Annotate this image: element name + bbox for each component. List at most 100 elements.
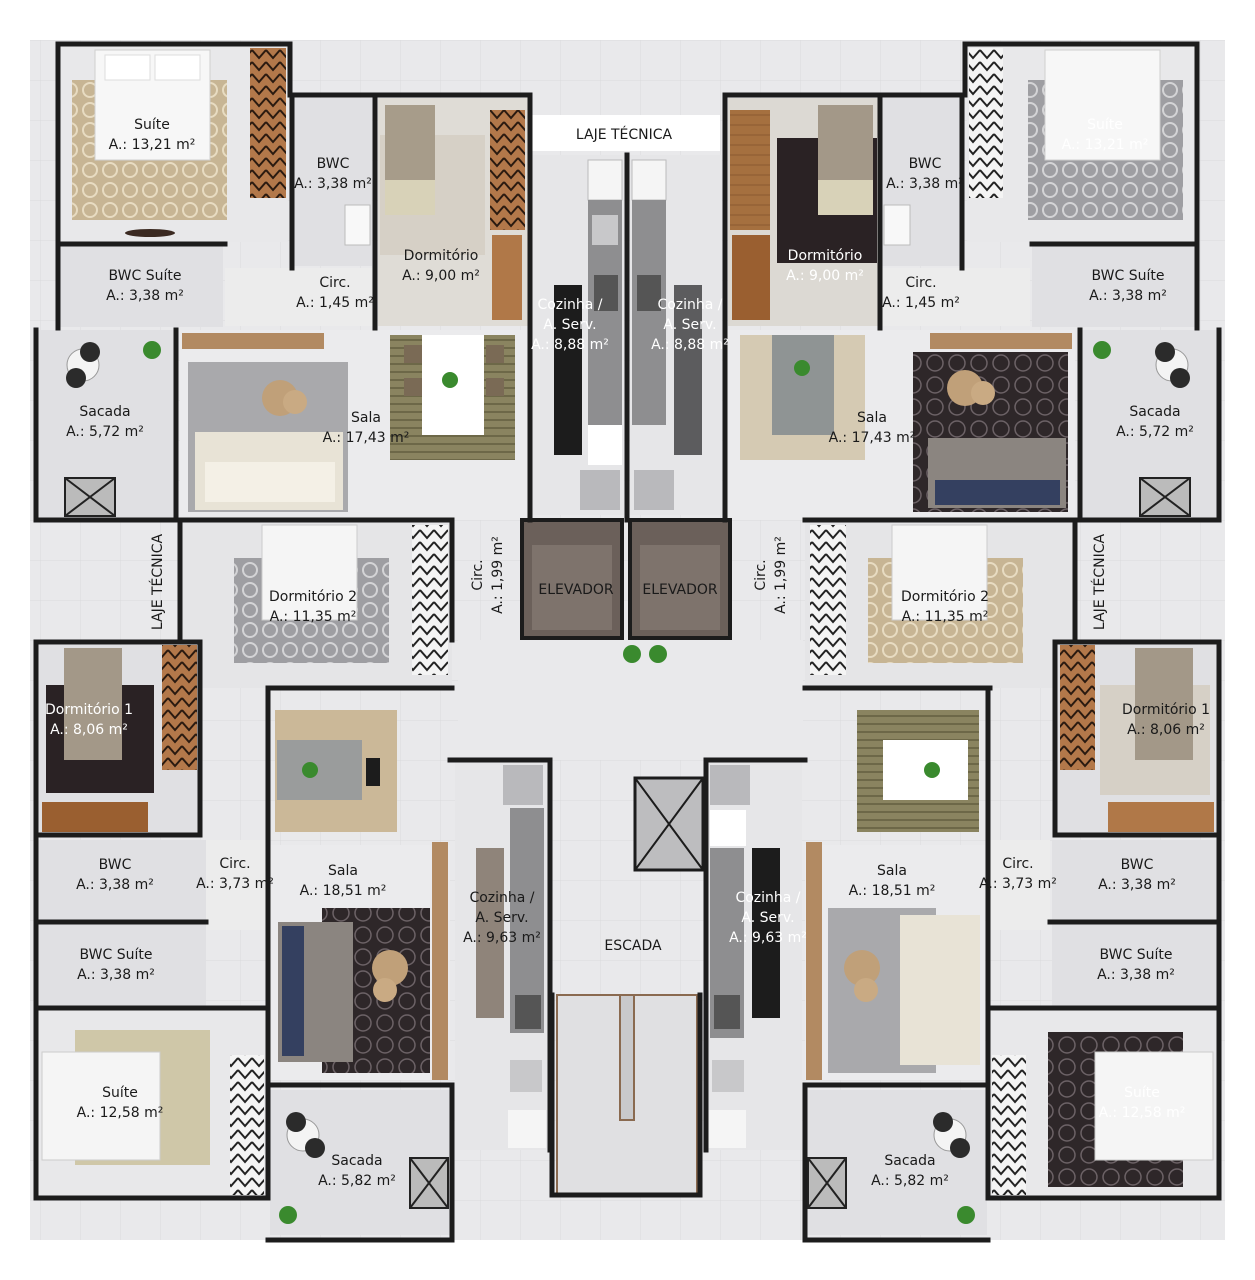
plants: [143, 341, 1111, 1224]
room-name: Cozinha /: [735, 890, 800, 906]
wardrobe: [992, 1055, 1026, 1195]
bwc-suite-floor: [1052, 924, 1218, 1006]
pillow: [104, 54, 151, 81]
tv-panel: [432, 842, 448, 1080]
wardrobe: [250, 48, 286, 198]
room-name: A. Serv.: [741, 910, 794, 926]
rug-accent: [125, 229, 175, 237]
room-name: Circ.: [319, 275, 350, 291]
room-area: A.: 11,35 m²: [270, 609, 357, 625]
sink: [510, 1060, 542, 1092]
grill-cross: [64, 477, 116, 517]
chair: [80, 342, 100, 362]
stove: [594, 275, 618, 311]
chair: [486, 378, 504, 396]
dining-table: [772, 335, 834, 435]
chair: [404, 345, 422, 363]
bed: [261, 524, 358, 621]
chair: [66, 368, 86, 388]
bed: [1094, 1051, 1214, 1161]
room-area: A.: 3,73 m²: [196, 876, 274, 892]
room-name: Dormitório 2: [901, 589, 989, 605]
room-area: A.: 12,58 m²: [1099, 1105, 1186, 1121]
elevator-2-inner: [640, 545, 720, 630]
chair: [486, 345, 504, 363]
room-area: A.: 17,43 m²: [829, 430, 916, 446]
washer: [580, 470, 620, 510]
bwc-floor: [1052, 840, 1218, 920]
tv-panel: [182, 333, 324, 349]
chair: [305, 1138, 325, 1158]
appliance: [710, 810, 746, 846]
room-area: A.: 5,72 m²: [66, 424, 144, 440]
bwc-suite-floor: [1032, 245, 1197, 327]
plant-icon: [302, 762, 318, 778]
room-name: Cozinha /: [537, 297, 602, 313]
elevador-2-label: ELEVADOR: [642, 582, 718, 598]
room-area: A.: 3,38 m²: [294, 176, 372, 192]
plant-icon: [924, 762, 940, 778]
circ-right-name: Circ.: [753, 559, 769, 590]
room-area: A.: 3,38 m²: [1089, 288, 1167, 304]
wardrobe: [810, 525, 846, 675]
plant-icon: [279, 1206, 297, 1224]
wardrobe: [969, 48, 1003, 198]
sink: [712, 1060, 744, 1092]
desk: [732, 235, 770, 320]
room-name: Sala: [328, 863, 358, 879]
room-name: Suíte: [1087, 117, 1123, 133]
laje-tecnica-right: LAJE TÉCNICA: [1091, 533, 1108, 630]
chair: [1170, 368, 1190, 388]
room-name: Sacada: [331, 1153, 382, 1169]
plant-icon: [1093, 341, 1111, 359]
room-name: BWC: [317, 156, 350, 172]
coffee-table: [971, 381, 995, 405]
room-area: A.: 17,43 m²: [323, 430, 410, 446]
room-area: A.: 3,38 m²: [1098, 877, 1176, 893]
room-name: Sala: [857, 410, 887, 426]
bed: [891, 524, 988, 621]
building-core: [458, 115, 803, 1196]
room-area: A.: 9,63 m²: [463, 930, 541, 946]
room-area: A.: 9,63 m²: [729, 930, 807, 946]
wardrobe: [230, 1055, 264, 1195]
grill-cross: [807, 1157, 847, 1209]
plant-icon: [957, 1206, 975, 1224]
stove: [714, 995, 740, 1029]
room-area: A.: 3,38 m²: [76, 877, 154, 893]
circ-floor: [988, 840, 1050, 930]
stove: [637, 275, 661, 311]
room-area: A.: 9,00 m²: [786, 268, 864, 284]
desk: [42, 802, 148, 832]
room-area: A.: 8,88 m²: [651, 337, 729, 353]
shaft-cross: [634, 777, 704, 871]
sofa-seat: [205, 462, 335, 502]
room-name: Sacada: [884, 1153, 935, 1169]
plant-icon: [143, 341, 161, 359]
grill-cross: [409, 1157, 449, 1209]
fridge: [587, 159, 623, 201]
sink: [344, 204, 371, 246]
chair: [286, 1112, 306, 1132]
sofa-seat: [935, 480, 1060, 505]
bed-cover: [385, 180, 435, 215]
room-name: Circ.: [1002, 856, 1033, 872]
stove: [515, 995, 541, 1029]
circ-left-area: A.: 1,99 m²: [490, 536, 506, 614]
counter-light: [476, 848, 504, 1018]
coffee-table: [844, 950, 880, 986]
room-name: BWC: [909, 156, 942, 172]
plant-icon: [794, 360, 810, 376]
room-area: A.: 9,00 m²: [402, 268, 480, 284]
pillow: [154, 54, 201, 81]
walls: [33, 41, 1222, 1243]
counter-dark: [674, 285, 702, 455]
room-name: Dormitório: [404, 248, 479, 264]
circ-floor: [225, 268, 375, 326]
circ-right-area: A.: 1,99 m²: [773, 536, 789, 614]
chair: [1155, 342, 1175, 362]
plant-icon: [649, 645, 667, 663]
room-name: Dormitório: [788, 248, 863, 264]
room-name: Suíte: [1124, 1085, 1160, 1101]
room-name: Circ.: [219, 856, 250, 872]
